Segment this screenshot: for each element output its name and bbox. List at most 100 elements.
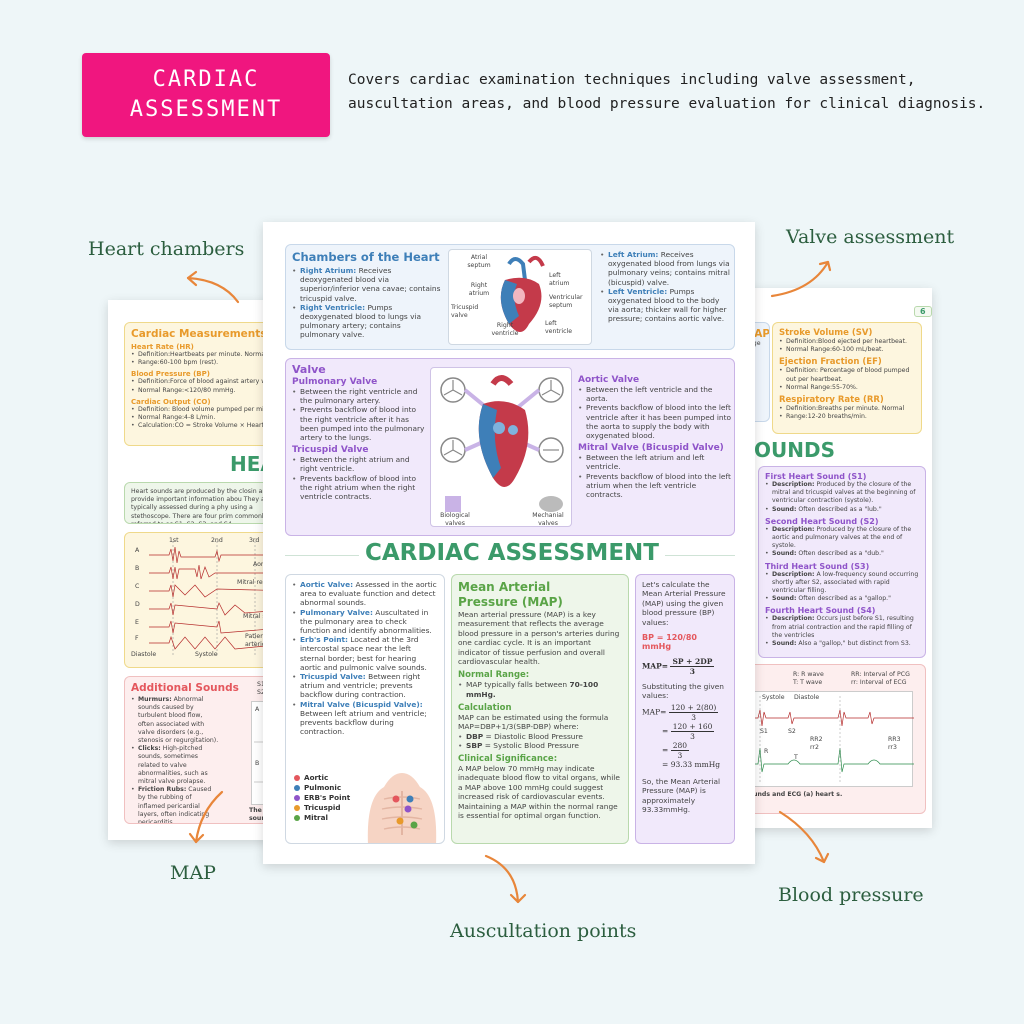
map-title: Mean Arterial Pressure (MAP)	[458, 580, 563, 609]
friction-text: Caused by the rubbing of inflamed perica…	[138, 786, 212, 824]
s1-desc-label: Description:	[772, 481, 815, 488]
la-label: Left Atrium:	[608, 250, 659, 259]
rr-title: Respiratory Rate (RR)	[779, 395, 884, 406]
s3-title: Third Heart Sound (S3)	[765, 561, 870, 571]
ef-range: Normal Range:55-70%.	[779, 384, 915, 392]
normal-range-value: 70-100 mmHg.	[466, 680, 599, 699]
heart-sounds-box: First Heart Sound (S1) Description: Prod…	[758, 466, 926, 658]
small-a: A	[255, 706, 260, 713]
callout-heart-chambers: Heart chambers	[88, 238, 245, 260]
tricuspid-title: Tricuspid Valve	[292, 445, 369, 456]
s4-desc: Occurs just before S1, resulting from at…	[772, 615, 914, 639]
heart-sounds-text: Heart sounds are produced by the closin …	[131, 488, 271, 523]
ausc-aortic-label: Aortic Valve:	[300, 580, 354, 589]
right-page-number: 6	[914, 306, 932, 317]
pulmonary-title: Pulmonary Valve	[292, 377, 378, 387]
ausc-pulm-label: Pulmonary Valve:	[300, 607, 373, 617]
ecg-r3: rr3	[888, 744, 897, 751]
mitral-title: Mitral Valve (Bicuspid Valve)	[578, 443, 724, 454]
legend-aortic: Aortic	[304, 773, 329, 782]
ecg-panel: Systole Diastole S1 S2 RR2 RR3 rr2 rr3 R…	[742, 691, 914, 787]
s3-sound-label: Sound:	[772, 595, 797, 603]
label-right-atrium: Right atrium	[468, 282, 490, 298]
murmurs-label: Murmurs:	[138, 696, 172, 703]
label-ventricular-septum: Ventricular septum	[549, 294, 583, 310]
pcg-row-c: C	[135, 583, 140, 590]
ausc-aortic: Assessed in the aortic area to evaluate …	[300, 580, 437, 608]
friction-label: Friction Rubs:	[138, 786, 187, 794]
arrow-heart-chambers	[186, 276, 240, 304]
callout-map: MAP	[170, 862, 216, 884]
heart-illustration	[500, 255, 545, 332]
heart-sounds-intro: Heart sounds are produced by the closin …	[124, 482, 286, 524]
tri-1: Between the right atrium and right ventr…	[292, 455, 428, 473]
intro-text: Covers cardiac examination techniques in…	[348, 72, 986, 112]
mech-valves-label: Mechanial valves	[532, 512, 564, 528]
ausc-pulm: Auscultated in the pulmonary area to che…	[300, 607, 432, 636]
calc-text: MAP can be estimated using the formula M…	[458, 712, 609, 732]
additional-sounds-title: Additional Sounds	[131, 682, 239, 694]
murmurs-text: Abnormal sounds caused by turbulent bloo…	[138, 696, 219, 745]
s3-sound: Often described as a "gallop."	[798, 595, 891, 603]
s1-sound-label: Sound:	[772, 505, 797, 513]
subst-text: Substituting the given values:	[642, 682, 724, 701]
ecg-rr3: RR3	[888, 736, 901, 743]
co-range: Normal Range:4-8 L/min.	[131, 414, 286, 422]
co-title: Cardiac Output (CO)	[131, 397, 211, 406]
frac2-num: 120 + 2(80)	[668, 702, 719, 713]
ecg-waves	[742, 696, 914, 782]
small-b: B	[255, 760, 260, 767]
ausc-mit: Between left atrium and ventricle; preve…	[300, 708, 427, 737]
eq-3: =	[662, 759, 669, 769]
heart-diagram: Atrial septum Right atrium Tricuspid val…	[448, 249, 592, 345]
ecg-systole: Systole	[762, 694, 785, 701]
bp-def: Definition:Force of blood against artery…	[131, 378, 286, 386]
ausc-mit-label: Mitral Valve (Bicuspid Valve):	[300, 699, 423, 709]
erb-text: Located at the 3rd intercostal space nea…	[300, 635, 427, 672]
s3-desc: A low-frequency sound occurring shortly …	[772, 570, 919, 595]
mit-1: Between the left atrium and left ventric…	[578, 453, 732, 471]
measurements-title: Cardiac Measurements	[131, 328, 267, 340]
s4-sound-label: Sound:	[772, 640, 797, 648]
ef-title: Ejection Fraction (EF)	[779, 357, 882, 368]
pcg-diastole: Diastole	[131, 651, 157, 658]
ecg-s2: S2	[788, 728, 796, 735]
pcg-label-3rd: 3rd	[249, 537, 260, 544]
bp-value: BP = 120/80 mmHg	[642, 633, 697, 652]
hr-def: Definition:Heartbeats per minute. Normal	[131, 351, 286, 359]
erb-label: Erb's Point:	[300, 635, 348, 645]
pcg-mitral-sten: Mitral sten	[243, 613, 276, 620]
frac3-num: 120 + 160	[670, 721, 715, 732]
map-text: Mean arterial pressure (MAP) is a key me…	[458, 610, 620, 667]
eq-1: =	[662, 726, 669, 736]
arrow-auscultation	[484, 854, 520, 904]
co-def: Definition: Blood volume pumped per min	[131, 406, 286, 414]
ausc-legend: Aortic Pulmonic ERB's Point Tricuspid Mi…	[294, 773, 350, 823]
bp-range: Normal Range:<120/80 mmHg.	[131, 387, 286, 395]
badge-line-2: ASSESSMENT	[129, 97, 283, 122]
pulm-1: Between the right ventricle and the pulm…	[292, 387, 428, 405]
pcg-row-a: A	[135, 547, 140, 554]
mit-2: Prevents backflow of blood into the left…	[578, 472, 732, 500]
map-result: 93.33 mmHg	[670, 759, 721, 769]
s2-desc-label: Description:	[772, 525, 815, 533]
frac4-num: 280	[670, 740, 690, 751]
legend-dot-tricuspid	[294, 805, 300, 811]
legend-tricuspid: Tricuspid	[304, 803, 341, 812]
legend-erb: ERB's Point	[304, 793, 351, 802]
aor-2: Prevents backflow of blood into the left…	[578, 403, 732, 440]
ecg-box: R: R wave T: T wave RR: Interval of PCG …	[742, 664, 926, 814]
s4-title: Fourth Heart Sound (S4)	[765, 606, 876, 616]
valve-illustration	[440, 375, 564, 512]
pcg-systole: Systole	[195, 651, 218, 658]
ecg-legend-3: RR: Interval of PCG	[851, 671, 910, 678]
pcg-label-2nd: 2nd	[211, 537, 223, 544]
sv-title: Stroke Volume (SV)	[779, 328, 873, 338]
ecg-legend-1: R: R wave	[793, 671, 824, 678]
pcg-row-d: D	[135, 601, 140, 608]
clinical-text: A MAP below 70 mmHg may indicate inadequ…	[458, 764, 620, 821]
arrow-valve-assessment	[770, 260, 830, 298]
right-caption: rt sounds and ECG (a) heart s.	[742, 791, 843, 798]
hr-range: Range:60-100 bpm (rest).	[131, 359, 286, 367]
